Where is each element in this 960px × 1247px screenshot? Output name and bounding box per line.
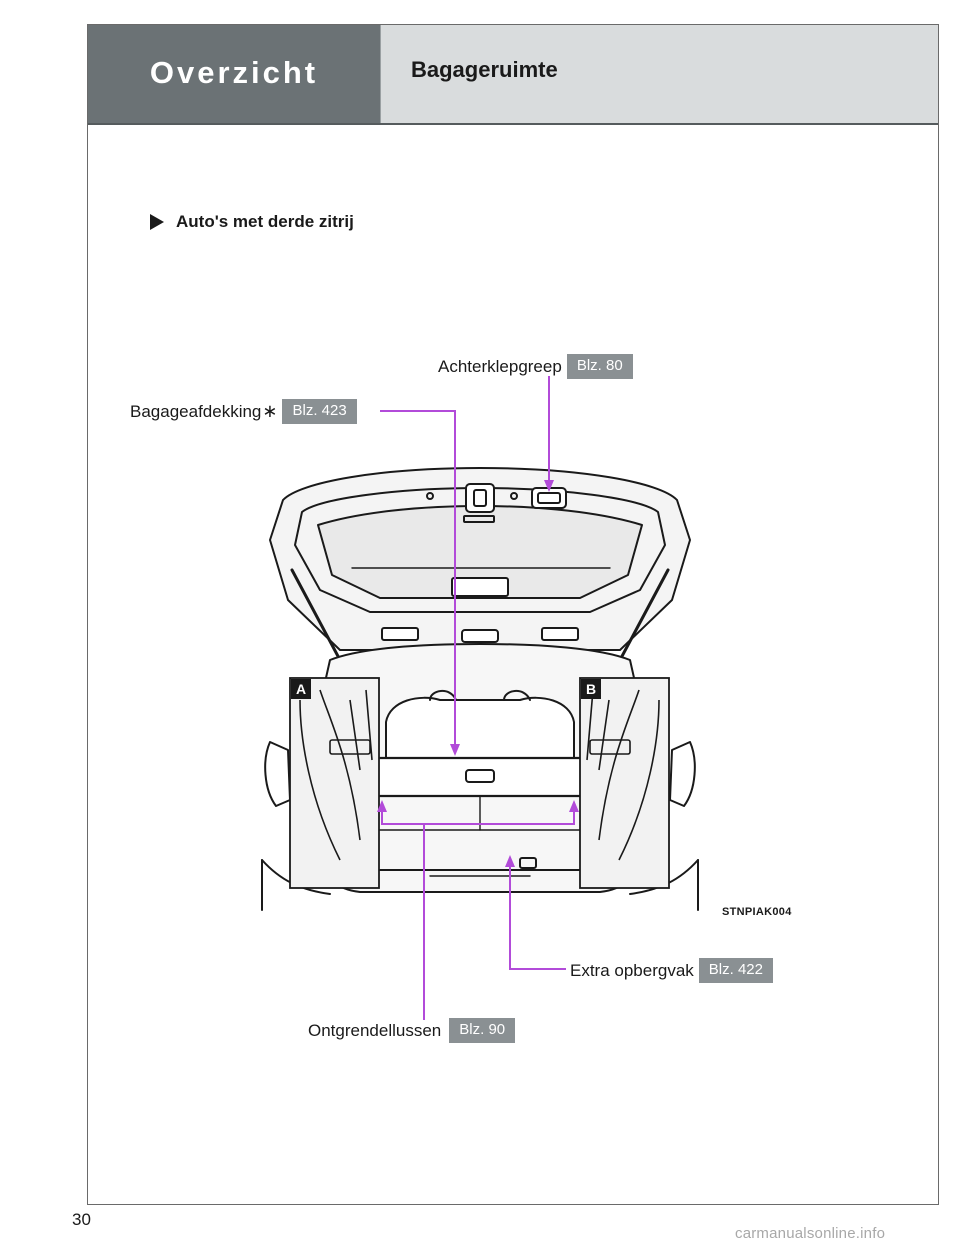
inset-b-box (579, 677, 670, 889)
third-row-seats (385, 696, 575, 761)
inset-a-label: A (296, 681, 307, 697)
right-tail-light (669, 741, 696, 807)
left-strut (290, 568, 342, 662)
inset-a-box (289, 677, 380, 889)
figure-code: STNPIAK004 (722, 906, 792, 918)
callout-extra-storage-ref[interactable]: Blz. 422 (698, 958, 773, 983)
asterisk-icon: ∗ (262, 401, 278, 421)
subheading: Auto's met derde zitrij (150, 212, 354, 232)
callout-release-loops-ref[interactable]: Blz. 90 (449, 1018, 516, 1043)
watermark: carmanualsonline.info (735, 1225, 886, 1242)
callout-extra-storage: Extra opbergvak Blz. 422 (570, 958, 773, 983)
callout-tonneau-cover: Bagageafdekking ∗ Blz. 423 (130, 399, 357, 424)
inset-b-tag (581, 679, 601, 699)
storage-pull-tab (519, 857, 537, 869)
callout-tonneau-cover-label: Bagageafdekking (130, 401, 262, 421)
callout-release-loops-label: Ontgrendellussen (308, 1020, 442, 1040)
left-tail-light (264, 741, 291, 807)
release-loops-leader (381, 805, 575, 1020)
page-title: Bagageruimte (411, 57, 558, 82)
header-divider (88, 123, 938, 125)
tonneau-handle (465, 769, 495, 783)
section-title: Overzicht (149, 54, 319, 90)
callout-tailgate-handle: Achterklepgreep Blz. 80 (438, 354, 633, 379)
tailgate-inner (294, 487, 666, 613)
triangle-bullet-icon (150, 214, 164, 230)
callout-tailgate-handle-ref[interactable]: Blz. 80 (566, 354, 633, 379)
tailgate-release-slot (465, 483, 495, 513)
extra-storage-leader (509, 860, 566, 970)
rear-window (317, 505, 643, 599)
callout-extra-storage-label: Extra opbergvak (570, 960, 694, 980)
section-tab: Overzicht (88, 25, 380, 124)
callout-release-loops: Ontgrendellussen Blz. 90 (308, 1018, 516, 1043)
callout-tailgate-handle-label: Achterklepgreep (438, 356, 562, 376)
right-strut (618, 568, 670, 662)
subheading-text: Auto's met derde zitrij (176, 212, 354, 231)
page-frame (87, 24, 939, 1205)
inset-a-tag (291, 679, 311, 699)
page-header: Bagageruimte (380, 25, 938, 124)
callout-tonneau-cover-ref[interactable]: Blz. 423 (282, 399, 357, 424)
inset-b-label: B (586, 681, 597, 697)
tonneau-leader (380, 410, 456, 752)
page-number: 30 (72, 1210, 91, 1229)
center-light (451, 577, 509, 597)
